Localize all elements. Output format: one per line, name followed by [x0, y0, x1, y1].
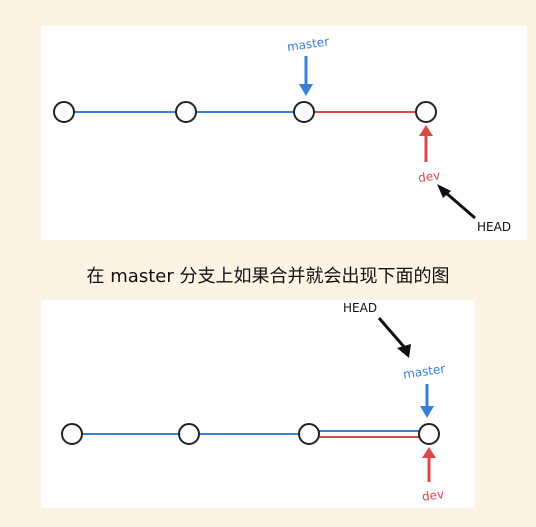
commit-node-1 [53, 101, 75, 123]
head-arrow [444, 190, 476, 220]
git-diagram-after-merge: HEAD master dev [41, 300, 475, 508]
commit-node-4 [418, 423, 440, 445]
head-label: HEAD [343, 301, 377, 315]
head-arrow-head [397, 344, 411, 358]
diagram-after-merge-svg: HEAD master dev [61, 301, 446, 504]
head-arrow-head [437, 184, 451, 198]
master-arrow-head [420, 406, 434, 418]
commit-node-4 [415, 101, 437, 123]
head-arrow [377, 317, 407, 349]
diagram-before-merge-svg: master dev HEAD [53, 34, 511, 234]
dev-label: dev [417, 168, 441, 185]
dev-arrow-head [422, 447, 436, 458]
commit-node-1 [61, 423, 83, 445]
commit-node-2 [178, 423, 200, 445]
dev-arrow-head [419, 125, 433, 136]
diagram-caption: 在 master 分支上如果合并就会出现下面的图 [86, 266, 450, 287]
master-label: master [286, 34, 330, 54]
master-arrow-head [299, 84, 313, 96]
master-label: master [402, 362, 446, 382]
commit-node-3 [298, 423, 320, 445]
dev-label: dev [421, 487, 445, 504]
git-diagram-before-merge: master dev HEAD [41, 26, 527, 240]
head-label: HEAD [477, 220, 511, 234]
commit-node-3 [293, 101, 315, 123]
commit-node-2 [175, 101, 197, 123]
